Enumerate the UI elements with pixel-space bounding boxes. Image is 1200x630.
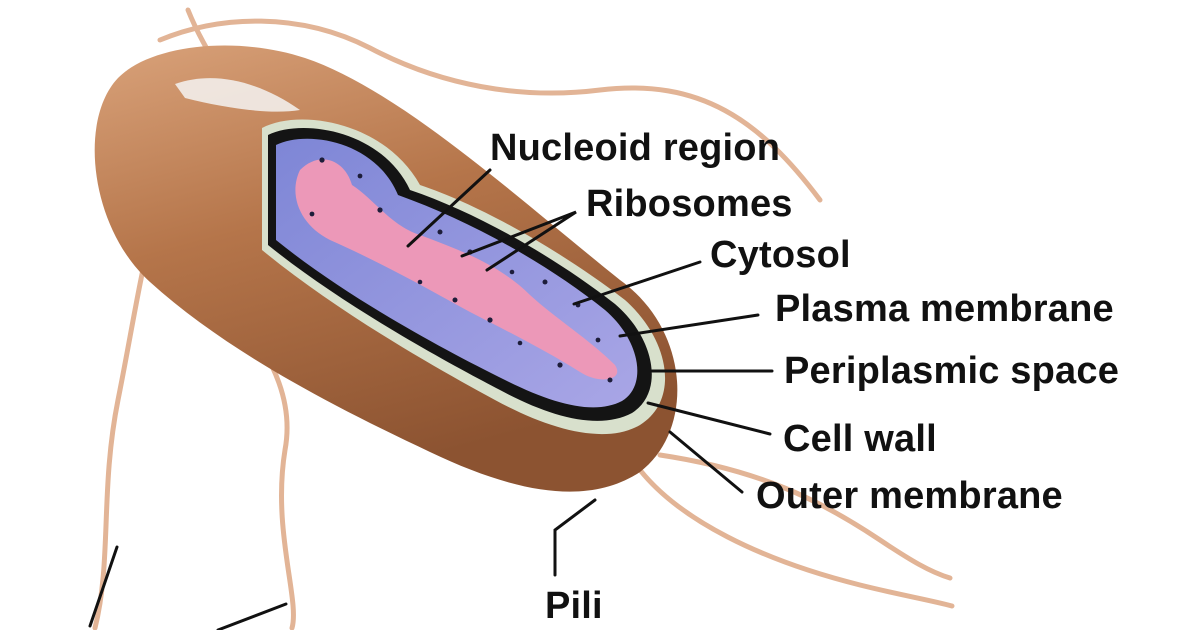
label-plasma-membrane: Plasma membrane <box>775 288 1114 330</box>
flagellum <box>637 467 955 609</box>
nucleoid-region <box>295 159 618 380</box>
leader-cytosol <box>572 260 702 306</box>
label-outer-membrane: Outer membrane <box>756 475 1063 517</box>
glare-highlight <box>175 78 300 112</box>
label-nucleoid-region: Nucleoid region <box>490 127 781 169</box>
cell-body <box>94 45 678 492</box>
leader-nucleoid <box>406 168 492 248</box>
label-cytosol: Cytosol <box>710 234 851 276</box>
leader-left-1 <box>88 545 119 628</box>
leader-ribosomes <box>460 210 577 272</box>
label-ribosomes: Ribosomes <box>586 183 793 225</box>
leader-pili <box>553 498 597 577</box>
leader-plasma <box>618 313 760 338</box>
label-periplasmic-space: Periplasmic space <box>784 350 1120 392</box>
label-cell-wall: Cell wall <box>783 418 937 460</box>
leader-cellwall <box>646 401 772 436</box>
flagellum <box>157 18 823 203</box>
leader-left-2 <box>216 602 288 630</box>
label-pili: Pili <box>545 585 603 627</box>
flagellum <box>657 452 953 581</box>
leader-outer <box>668 430 744 494</box>
leader-lines <box>88 168 774 630</box>
